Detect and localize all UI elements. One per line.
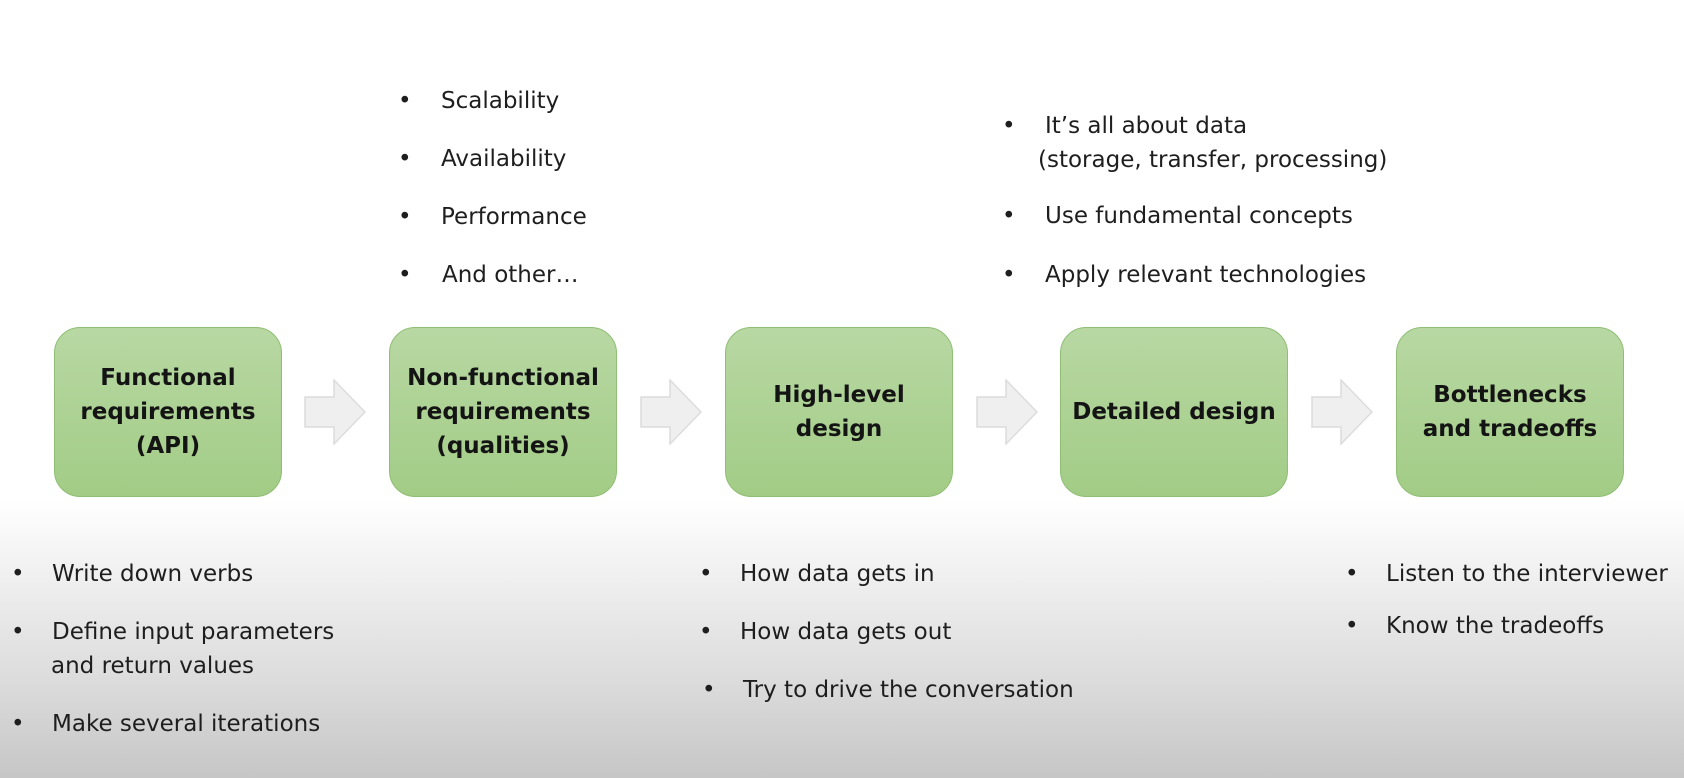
bullet: • [398,146,412,172]
bullet: • [702,677,716,703]
note-text: It’s all about data [1045,113,1248,139]
bullet: • [699,619,713,645]
right-arrow-icon [304,379,366,445]
bullet: • [1345,561,1359,587]
right-arrow-icon [1311,379,1373,445]
bullet: • [398,262,412,288]
bullet: • [699,561,713,587]
note-text: and return values [51,653,255,679]
note-text: How data gets out [740,619,952,645]
bullet: • [11,561,25,587]
step-nonfunctional-requirements: Non-functional requirements (qualities) [389,327,617,497]
note-text: Try to drive the conversation [743,677,1074,703]
bullet: • [11,711,25,737]
note-text: (storage, transfer, processing) [1038,147,1388,173]
bullet: • [11,619,25,645]
note-text: Write down verbs [52,561,254,587]
note-text: Use fundamental concepts [1045,203,1353,229]
bullet: • [1002,203,1016,229]
bullet: • [1002,113,1016,139]
note-text: Listen to the interviewer [1386,561,1668,587]
bullet: • [398,88,412,114]
note-text: Performance [441,204,587,230]
note-text: Availability [441,146,567,172]
note-text: Apply relevant technologies [1045,262,1367,288]
bullet: • [1345,613,1359,639]
note-text: Make several iterations [52,711,321,737]
right-arrow-icon [640,379,702,445]
right-arrow-icon [976,379,1038,445]
step-high-level-design: High-level design [725,327,953,497]
bullet: • [1002,262,1016,288]
step-functional-requirements: Functional requirements (API) [54,327,282,497]
step-detailed-design: Detailed design [1060,327,1288,497]
step-bottlenecks-tradeoffs: Bottlenecks and tradeoffs [1396,327,1624,497]
note-text: And other… [442,262,579,288]
note-text: Know the tradeoffs [1386,613,1605,639]
note-text: How data gets in [740,561,935,587]
bullet: • [398,204,412,230]
note-text: Define input parameters [52,619,335,645]
note-text: Scalability [441,88,560,114]
